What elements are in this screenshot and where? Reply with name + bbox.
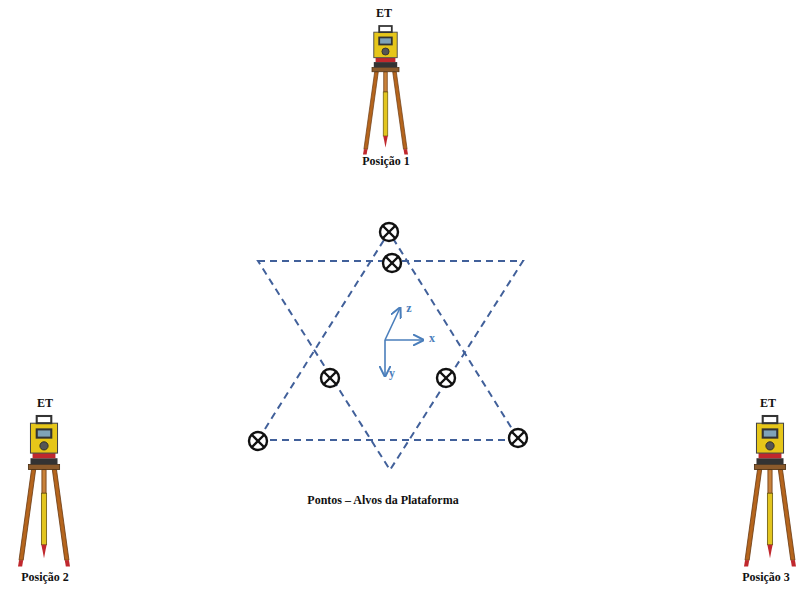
position-label: Posição 1 xyxy=(362,155,410,168)
platform-targets xyxy=(249,223,527,450)
position-label: Posição 2 xyxy=(21,571,69,584)
caption-label: Pontos – Alvos da Plataforma xyxy=(307,494,458,507)
axis-label: x xyxy=(429,332,435,345)
total-station xyxy=(18,416,70,566)
total-station xyxy=(363,26,408,154)
axis-label: z xyxy=(406,302,411,315)
total-station xyxy=(744,416,796,566)
axes xyxy=(385,308,423,376)
axis-label: y xyxy=(389,367,395,380)
platform-star xyxy=(258,232,523,470)
station-name: ET xyxy=(376,7,392,20)
station-name: ET xyxy=(37,397,53,410)
position-label: Posição 3 xyxy=(742,571,790,584)
station-name: ET xyxy=(760,397,776,410)
